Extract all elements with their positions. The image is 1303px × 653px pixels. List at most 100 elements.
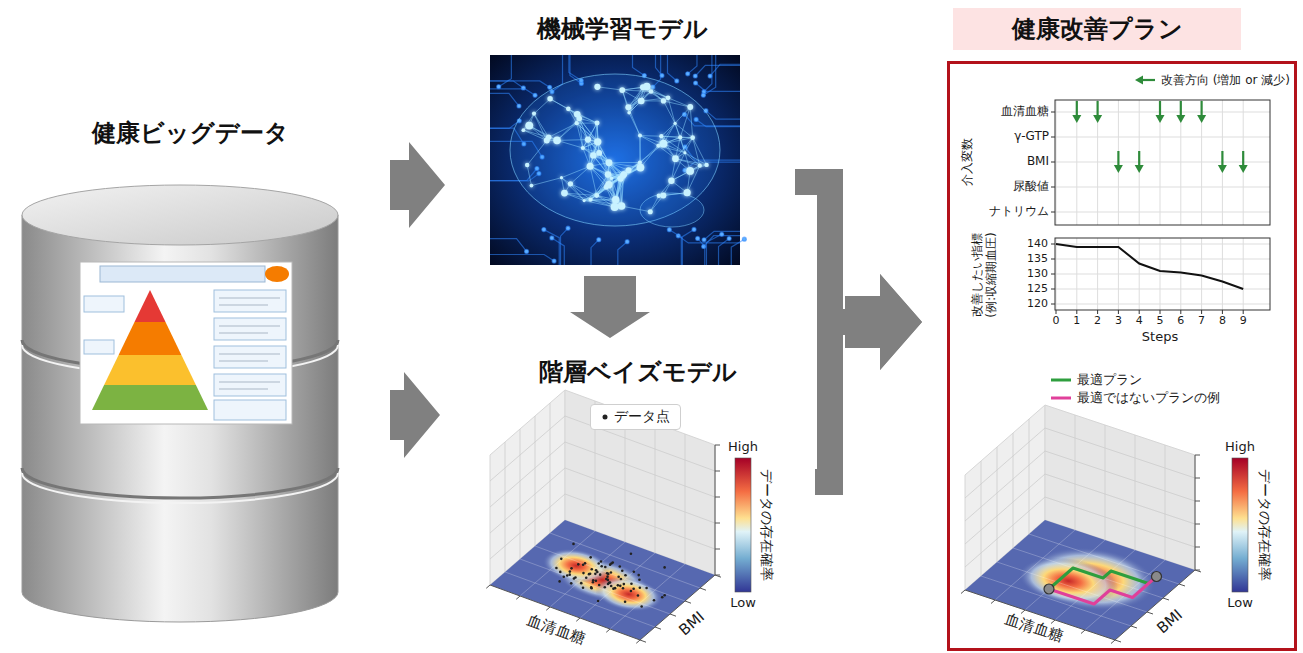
axis-tick <box>1195 547 1200 548</box>
data-point <box>633 571 636 574</box>
network-link <box>622 206 651 212</box>
scribble-line <box>219 360 268 361</box>
data-point <box>559 571 562 574</box>
grid-line <box>1118 100 1119 225</box>
axis-tick <box>655 627 661 629</box>
data-point <box>618 565 621 568</box>
grid-line <box>535 416 536 546</box>
network-node <box>605 171 611 177</box>
grid-line <box>1055 112 1270 113</box>
network-link <box>597 123 599 153</box>
axis-tick <box>640 640 646 642</box>
bracket-shaft <box>815 322 849 482</box>
grid-line <box>1222 100 1223 225</box>
network-link <box>628 91 651 107</box>
brain-outline <box>510 74 720 226</box>
data-point <box>570 582 573 585</box>
grid-line <box>1055 274 1270 275</box>
drawn-figures <box>219 55 1270 644</box>
axis-tick <box>1051 162 1055 163</box>
block-arrow <box>570 276 650 338</box>
floor-fill <box>490 520 715 640</box>
data-point <box>653 599 656 602</box>
axis-tick <box>636 640 640 643</box>
data-point <box>620 578 623 581</box>
circuit-trace <box>681 229 694 265</box>
data-point <box>589 556 592 559</box>
circuit-trace <box>490 239 527 252</box>
network-node <box>648 209 653 214</box>
flow-arrow <box>570 276 650 338</box>
circuit-trace <box>706 111 740 119</box>
tick-label: 2 <box>1094 315 1101 328</box>
axis-tick <box>991 600 995 604</box>
circuit-trace <box>569 55 581 81</box>
network-node <box>687 104 693 110</box>
network-node <box>577 116 582 121</box>
circuit-pad <box>686 72 690 76</box>
data-point <box>592 581 595 584</box>
network-node <box>594 84 600 90</box>
circuit-pad <box>660 74 664 78</box>
variable-label: ナトリウム <box>989 205 1049 219</box>
improvement-arrow-shaft <box>1076 101 1078 116</box>
variable-label: γ-GTP <box>1014 130 1049 144</box>
improvement-arrow-head <box>1072 115 1081 123</box>
network-node <box>660 193 666 199</box>
legend-line <box>1051 397 1071 400</box>
network-node <box>594 138 601 145</box>
colorbar-title: データの存在確率 <box>759 469 775 581</box>
network-link <box>663 193 687 196</box>
grid-line <box>550 403 551 533</box>
grid-line <box>1139 100 1140 225</box>
axis-tick <box>486 585 490 588</box>
circuit-trace <box>698 238 705 265</box>
network-node <box>621 171 627 177</box>
panel-heading: 健康改善プラン <box>953 8 1241 50</box>
pyramid-band <box>135 290 166 322</box>
network-link <box>577 123 597 142</box>
network-nodes <box>521 83 708 214</box>
network-node <box>673 122 676 125</box>
network-node <box>649 89 654 94</box>
axis-tick <box>1163 598 1169 600</box>
cylinder-band <box>22 473 338 503</box>
network-link <box>523 130 546 140</box>
density-peak <box>531 542 621 590</box>
pyramid-band <box>104 355 196 385</box>
legend-item: 改善方向 (増加 or 減少) <box>1134 72 1290 89</box>
network-link <box>690 107 692 138</box>
circuit-pad <box>550 236 554 240</box>
axis-label: BMI <box>676 608 708 639</box>
circuit-pad <box>525 249 529 253</box>
network-node <box>637 164 645 172</box>
brain-illustration <box>490 55 746 265</box>
colorbar-title: データの存在確率 <box>1257 469 1273 581</box>
axis-tick <box>606 629 610 632</box>
data-point <box>604 566 607 569</box>
scribble-line <box>219 325 280 326</box>
network-node <box>619 87 625 93</box>
network-node <box>525 163 529 167</box>
data-point <box>569 570 572 573</box>
network-link <box>577 123 597 124</box>
data-points <box>555 543 666 608</box>
legend-text: データ点 <box>614 408 670 426</box>
circuit-trace <box>731 239 744 265</box>
data-point <box>607 579 610 582</box>
network-node <box>560 176 563 179</box>
network-node <box>618 202 626 210</box>
network-link <box>534 114 549 138</box>
grid-line <box>1055 212 1270 213</box>
circuit-pad <box>720 232 724 236</box>
axis-tick <box>715 549 720 550</box>
tick-label: 5 <box>1157 315 1164 328</box>
axis-tick <box>1021 610 1025 614</box>
axis-tick <box>715 471 720 472</box>
data-source-node: 健康ビッグデータ <box>15 108 365 625</box>
circuit-trace <box>499 55 512 87</box>
brain-background <box>490 55 740 265</box>
grid-line <box>655 423 656 553</box>
plot-axes <box>486 445 721 643</box>
colorbar-tick-label: Low <box>1227 596 1253 611</box>
